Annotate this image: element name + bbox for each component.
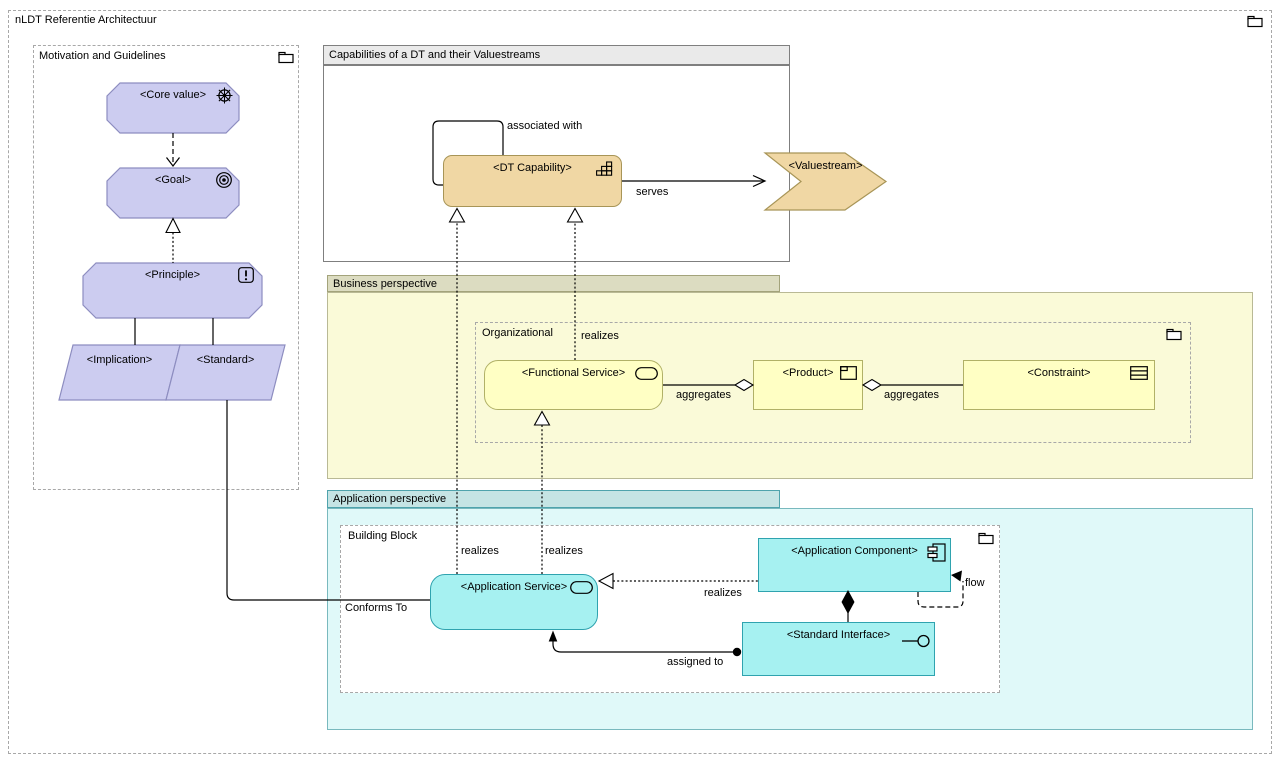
node-label: <Principle> <box>144 269 201 281</box>
node-goal[interactable]: <Goal> <box>106 167 240 219</box>
service-icon <box>635 367 658 380</box>
node-standard-interface[interactable]: <Standard Interface> <box>742 622 935 676</box>
group-application-perspective-tab[interactable]: Application perspective <box>327 490 780 508</box>
node-standard[interactable]: <Standard> <box>165 344 286 401</box>
page-title: nLDT Referentie Architectuur <box>15 14 157 26</box>
label-realizes-as-fs: realizes <box>545 545 583 557</box>
node-label: <Functional Service> <box>521 367 626 379</box>
chevron-shape <box>763 152 888 211</box>
node-dt-capability[interactable]: <DT Capability> <box>443 155 622 207</box>
group-organizational[interactable]: Organizational <box>475 322 1191 443</box>
node-functional-service[interactable]: <Functional Service> <box>484 360 663 410</box>
group-title: Motivation and Guidelines <box>39 50 166 62</box>
label-realizes-fs-dtcap: realizes <box>581 330 619 342</box>
octagon-shape <box>106 167 240 219</box>
label-flow: flow <box>965 577 985 589</box>
node-label: <Constraint> <box>1027 367 1091 379</box>
group-business-perspective-tab[interactable]: Business perspective <box>327 275 780 292</box>
constraint-icon <box>1130 366 1148 380</box>
capability-icon <box>596 161 613 176</box>
node-label: <Standard Interface> <box>786 629 891 641</box>
node-label: <Application Component> <box>791 545 918 557</box>
node-implication[interactable]: <Implication> <box>58 344 181 401</box>
group-title: Business perspective <box>333 278 437 290</box>
node-label: <Implication> <box>86 354 153 366</box>
folder-icon <box>278 51 294 64</box>
node-application-component[interactable]: <Application Component> <box>758 538 951 592</box>
node-label: <Core value> <box>139 89 207 101</box>
node-valuestream[interactable]: <Valuestream> <box>763 152 888 211</box>
node-label: <Valuestream> <box>788 160 863 172</box>
node-core-value[interactable]: <Core value> <box>106 82 240 134</box>
interface-icon <box>902 634 930 648</box>
label-serves: serves <box>636 186 669 198</box>
label-realizes-as-dtcap: realizes <box>461 545 499 557</box>
folder-icon <box>978 532 994 545</box>
product-icon <box>840 366 857 380</box>
node-principle[interactable]: <Principle> <box>82 262 263 319</box>
node-label: <Goal> <box>154 174 192 186</box>
node-label: <Application Service> <box>460 581 568 593</box>
node-label: <Product> <box>782 367 834 379</box>
component-icon <box>927 543 946 562</box>
octagon-shape <box>82 262 263 319</box>
node-constraint[interactable]: <Constraint> <box>963 360 1155 410</box>
node-application-service[interactable]: <Application Service> <box>430 574 598 630</box>
group-capabilities-header[interactable]: Capabilities of a DT and their Valuestre… <box>323 45 790 65</box>
label-aggregates-fs: aggregates <box>676 389 732 401</box>
label-aggregates-constraint: aggregates <box>884 389 940 401</box>
steering-wheel-icon <box>216 87 233 104</box>
label-realizes-ac-as: realizes <box>704 587 742 599</box>
diagram-frame: nLDT Referentie Architectuur <box>8 10 1272 754</box>
group-title: Capabilities of a DT and their Valuestre… <box>329 49 541 61</box>
label-assigned-to: assigned to <box>667 656 724 668</box>
label-associated-with: associated with <box>507 120 583 132</box>
group-title: Application perspective <box>333 493 447 505</box>
group-title: Organizational <box>482 327 553 339</box>
octagon-shape <box>106 82 240 134</box>
folder-icon <box>1247 15 1263 28</box>
target-icon <box>216 172 232 188</box>
exclamation-icon <box>238 267 254 283</box>
group-title: Building Block <box>348 530 418 542</box>
label-conforms-to: Conforms To <box>345 602 408 614</box>
folder-icon <box>1166 328 1182 341</box>
node-label: <DT Capability> <box>493 162 572 174</box>
node-label: <Standard> <box>196 354 255 366</box>
node-product[interactable]: <Product> <box>753 360 863 410</box>
service-icon <box>570 581 593 594</box>
